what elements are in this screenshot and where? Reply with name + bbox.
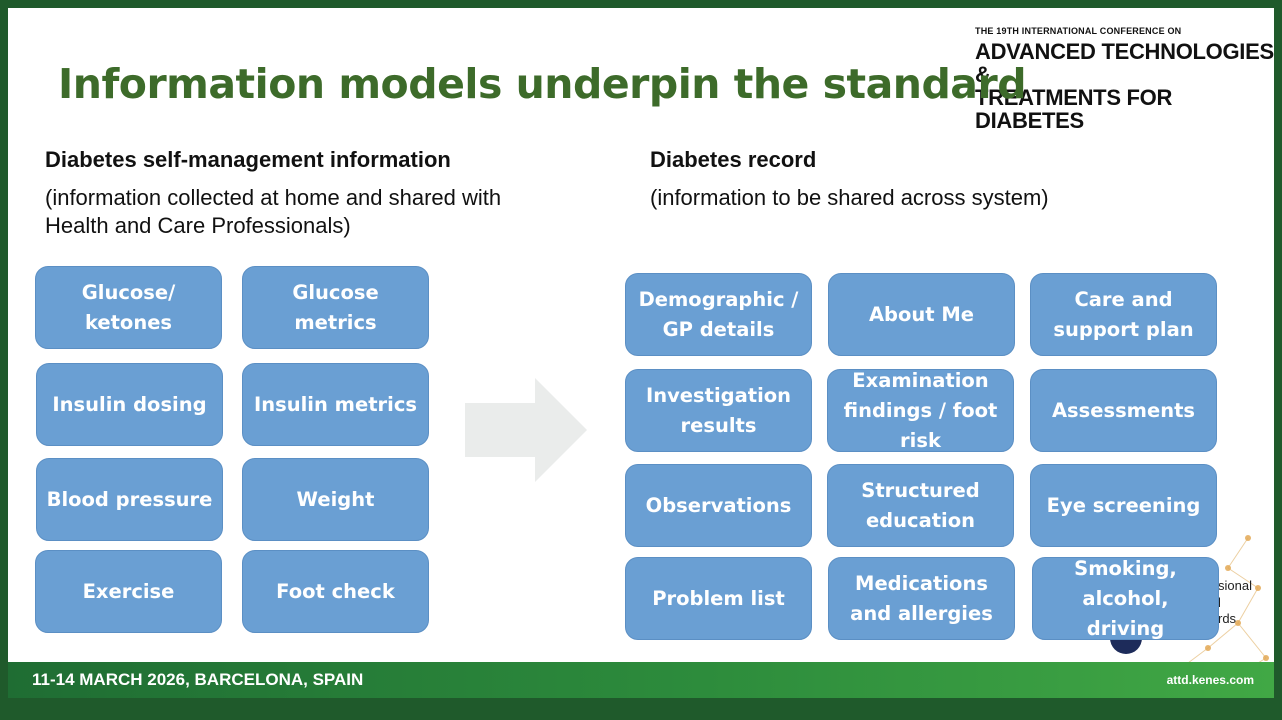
- box-line: support plan: [1053, 317, 1194, 341]
- box-line: ketones: [84, 310, 173, 334]
- box-problem-list: Problem list: [625, 557, 812, 640]
- box-blood-pressure: Blood pressure: [36, 458, 223, 541]
- box-eye-screening: Eye screening: [1030, 464, 1217, 547]
- box-about-me: About Me: [828, 273, 1015, 356]
- box-line: metrics: [294, 310, 377, 334]
- box-line: risk: [900, 428, 941, 452]
- right-arrow-icon: [465, 378, 587, 482]
- partial-text: sional: [1218, 578, 1252, 593]
- box-line: Care and: [1074, 287, 1173, 311]
- box-line: findings / foot: [843, 398, 998, 422]
- left-subheading-line1: (information collected at home and share…: [45, 185, 502, 210]
- box-weight: Weight: [242, 458, 429, 541]
- left-subheading-line2: Health and Care Professionals): [45, 213, 351, 238]
- footer-bar: 11-14 MARCH 2026, BARCELONA, SPAIN attd.…: [8, 662, 1274, 698]
- box-line: education: [865, 508, 976, 532]
- slide-title: Information models underpin the standard: [58, 60, 1027, 108]
- partial-text: l: [1218, 595, 1221, 610]
- left-subheading: (information collected at home and share…: [45, 184, 501, 240]
- box-insulin-dosing: Insulin dosing: [36, 363, 223, 446]
- box-line: About Me: [868, 302, 975, 326]
- box-line: Problem list: [652, 586, 785, 610]
- conference-superscript-line: THE 19TH INTERNATIONAL CONFERENCE ON: [975, 26, 1182, 36]
- conference-title-line1: ADVANCED TECHNOLOGIES &: [975, 39, 1274, 87]
- right-heading: Diabetes record: [650, 147, 817, 172]
- box-line: Examination: [852, 368, 989, 392]
- box-glucose-ketones: Glucose/ketones: [35, 266, 222, 349]
- box-line: results: [680, 413, 757, 437]
- box-line: alcohol, driving: [1082, 586, 1169, 640]
- box-line: Foot check: [276, 579, 395, 603]
- box-line: Eye screening: [1046, 493, 1201, 517]
- box-line: Insulin dosing: [52, 392, 207, 416]
- box-line: Weight: [296, 487, 375, 511]
- footer-date-location: 11-14 MARCH 2026, BARCELONA, SPAIN: [32, 670, 364, 689]
- box-demographic-gp-details: Demographic / GP details: [625, 273, 812, 356]
- box-glucose-metrics: Glucose metrics: [242, 266, 429, 349]
- box-line: Glucose: [292, 280, 379, 304]
- box-examination-findings: Examination findings / foot risk: [827, 369, 1014, 452]
- box-observations: Observations: [625, 464, 812, 547]
- box-line: Assessments: [1051, 398, 1196, 422]
- box-line: Structured: [861, 478, 980, 502]
- box-line: Smoking,: [1074, 556, 1177, 580]
- box-investigation-results: Investigation results: [625, 369, 812, 452]
- left-heading: Diabetes self-management information: [45, 147, 451, 172]
- box-line: Demographic /: [638, 287, 799, 311]
- box-line: and allergies: [850, 601, 993, 625]
- box-structured-education: Structured education: [827, 464, 1014, 547]
- box-care-support-plan: Care and support plan: [1030, 273, 1217, 356]
- box-line: Blood pressure: [46, 487, 213, 511]
- box-foot-check: Foot check: [242, 550, 429, 633]
- box-line: Investigation: [645, 383, 792, 407]
- footer-url[interactable]: attd.kenes.com: [1166, 673, 1254, 687]
- slide: THE 19TH INTERNATIONAL CONFERENCE ON ADV…: [8, 8, 1274, 698]
- box-smoking-alcohol-driving: Smoking, alcohol, driving: [1032, 557, 1219, 640]
- box-medications-allergies: Medications and allergies: [828, 557, 1015, 640]
- partial-text: rds: [1218, 611, 1237, 626]
- box-line: Exercise: [82, 579, 175, 603]
- conference-title: ADVANCED TECHNOLOGIES & TREATMENTS FOR D…: [975, 40, 1274, 132]
- box-line: GP details: [662, 317, 775, 341]
- box-exercise: Exercise: [35, 550, 222, 633]
- conference-title-line2: TREATMENTS FOR DIABETES: [975, 85, 1173, 133]
- box-line: Glucose/: [81, 280, 176, 304]
- box-insulin-metrics: Insulin metrics: [242, 363, 429, 446]
- box-line: Observations: [645, 493, 792, 517]
- box-assessments: Assessments: [1030, 369, 1217, 452]
- right-subheading: (information to be shared across system): [650, 185, 1049, 210]
- box-line: Insulin metrics: [254, 392, 417, 416]
- box-line: Medications: [855, 571, 988, 595]
